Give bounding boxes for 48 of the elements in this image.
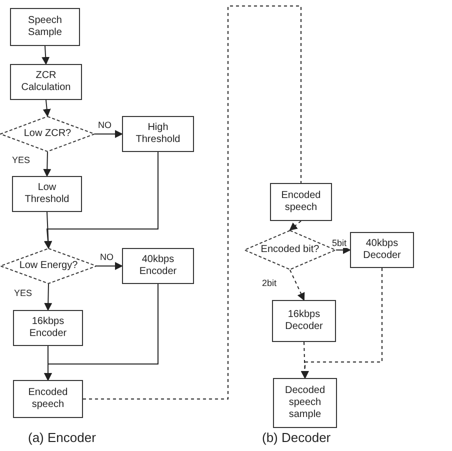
process-box: [272, 300, 336, 342]
node-text: High Threshold: [134, 122, 182, 146]
connector-arrow: [290, 270, 305, 301]
node-text: Encoded speech: [27, 387, 69, 411]
process-box: [350, 232, 414, 268]
connector-arrow: [289, 220, 302, 231]
process-box: [10, 8, 80, 46]
node-text: Decoded speech sample: [284, 385, 326, 421]
connector-arrow: [96, 262, 123, 270]
connector-arrow: [44, 284, 52, 311]
node-text: Encoded bit?: [260, 244, 320, 256]
process-box: [122, 116, 194, 152]
connector-arrow: [94, 130, 123, 138]
node-text: Speech Sample: [27, 15, 63, 39]
decision-diamond: [0, 248, 97, 284]
edge-label: YES: [14, 288, 32, 298]
connector-arrow: [44, 284, 158, 381]
node-text: 40kbps Encoder: [138, 254, 178, 278]
connector-arrow: [43, 152, 52, 177]
edge-label: YES: [12, 155, 30, 165]
edge-label: 5bit: [332, 238, 347, 248]
connector-arrow: [301, 268, 382, 379]
edge-label: NO: [98, 120, 112, 130]
node-text: Low ZCR?: [22, 128, 72, 140]
process-box: [122, 248, 194, 284]
node-text: 40kbps Decoder: [362, 238, 402, 262]
connector-arrow: [42, 100, 51, 117]
node-text: ZCR Calculation: [20, 70, 72, 94]
process-box: [273, 378, 337, 428]
decision-diamond: [0, 116, 95, 152]
edge-label: 2bit: [262, 278, 277, 288]
process-box: [12, 176, 82, 212]
panel-caption: (b) Decoder: [262, 430, 331, 446]
process-box: [13, 310, 83, 346]
node-text: Low Threshold: [24, 182, 70, 206]
panel-caption: (a) Encoder: [28, 430, 96, 446]
node-text: Low Energy?: [18, 260, 79, 272]
process-box: [270, 183, 332, 221]
connector-arrow: [336, 246, 351, 254]
node-text: 16kbps Decoder: [284, 309, 324, 333]
process-box: [13, 380, 83, 418]
connector-arrow: [44, 212, 52, 249]
edge-label: NO: [100, 252, 114, 262]
node-text: Encoded speech: [280, 190, 322, 214]
process-box: [10, 64, 82, 100]
connector-arrow: [42, 46, 50, 65]
node-text: 16kbps Encoder: [28, 316, 68, 340]
connector-arrow: [44, 152, 158, 249]
